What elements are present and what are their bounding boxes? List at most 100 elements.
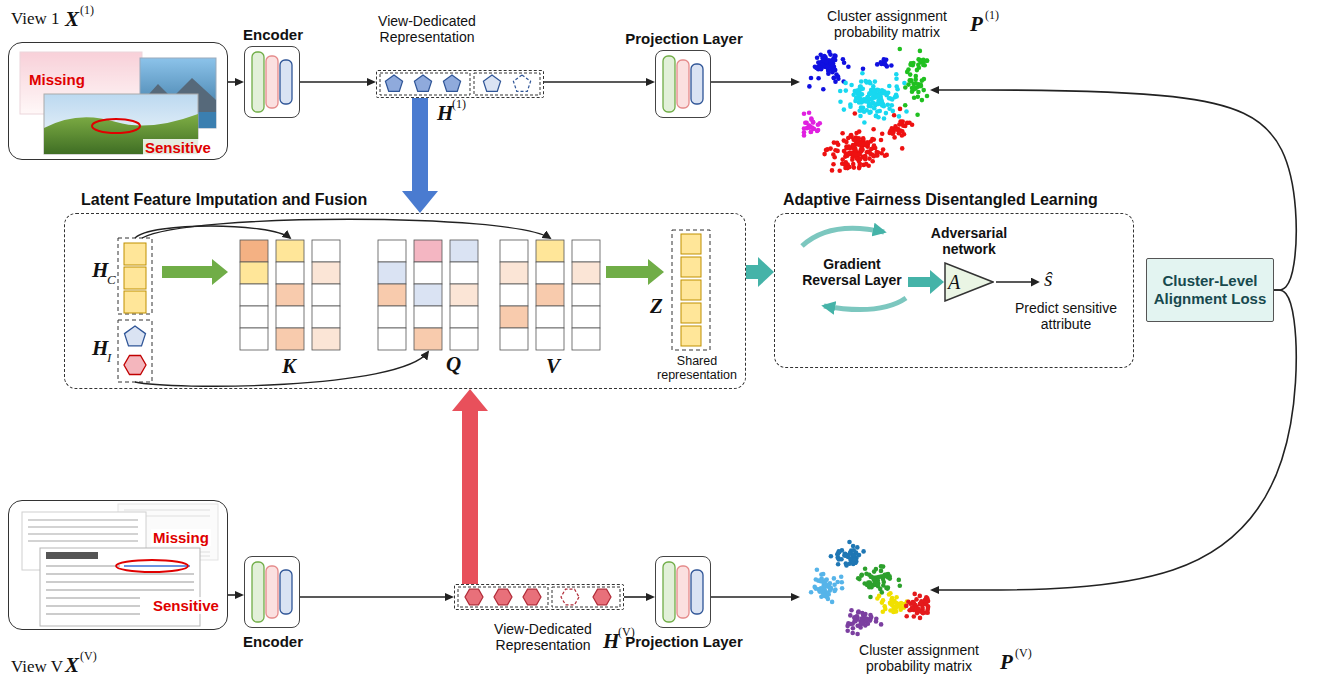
math-symbol: V bbox=[546, 354, 560, 379]
block-label: Projection Layer bbox=[624, 633, 744, 650]
feature-square bbox=[681, 257, 701, 277]
superscript: (V) bbox=[80, 649, 97, 664]
data-point bbox=[832, 576, 837, 581]
data-point bbox=[889, 63, 894, 68]
data-point bbox=[851, 626, 856, 631]
data-point bbox=[863, 567, 868, 572]
data-point bbox=[888, 96, 893, 101]
data-point bbox=[897, 114, 902, 119]
hexagon bbox=[523, 589, 541, 605]
document bbox=[40, 548, 200, 626]
data-point bbox=[855, 632, 860, 637]
matrix-cell bbox=[312, 240, 340, 262]
region-title: Adaptive Fairness Disentangled Learning bbox=[783, 191, 1098, 209]
data-point bbox=[809, 76, 814, 81]
link-line bbox=[124, 565, 190, 566]
matrix-cell bbox=[378, 240, 406, 262]
data-point bbox=[840, 162, 845, 167]
data-point bbox=[847, 165, 852, 170]
matrix-cell bbox=[500, 262, 528, 284]
projection-block: Projection Layer bbox=[655, 556, 711, 628]
data-point bbox=[853, 153, 858, 158]
data-point bbox=[890, 103, 895, 108]
hexagon bbox=[124, 356, 146, 375]
data-point bbox=[880, 600, 885, 605]
data-point bbox=[851, 162, 856, 167]
data-point bbox=[882, 116, 887, 121]
data-point bbox=[867, 91, 872, 96]
text-line bbox=[46, 589, 194, 590]
data-point bbox=[849, 608, 854, 613]
data-point bbox=[847, 151, 852, 156]
matrix-cell bbox=[240, 306, 268, 328]
input-view-panel: View 1X(1)MissingSensitive bbox=[8, 42, 228, 160]
flow-arrow bbox=[544, 81, 646, 83]
flow-arrow bbox=[908, 277, 930, 287]
plot-caption: Cluster assignment probability matrix bbox=[844, 642, 994, 674]
data-point bbox=[832, 155, 837, 160]
math-symbol: X bbox=[65, 7, 79, 32]
layer-bar bbox=[280, 60, 292, 104]
data-point bbox=[833, 148, 838, 153]
matrix-cell bbox=[536, 328, 564, 350]
loss-label: Cluster-Level Alignment Loss bbox=[1147, 259, 1273, 321]
annotation: Missing bbox=[29, 71, 85, 88]
text-line bbox=[28, 540, 138, 541]
data-point bbox=[852, 557, 857, 562]
data-point bbox=[879, 151, 884, 156]
region-title: Latent Feature Imputation and Fusion bbox=[81, 191, 367, 209]
annotation: Predict sensitive attribute bbox=[1004, 300, 1128, 332]
data-point bbox=[872, 143, 877, 148]
data-point bbox=[916, 84, 921, 89]
text-line bbox=[46, 597, 140, 598]
math-symbol: H bbox=[603, 629, 619, 654]
flow-arrow bbox=[462, 411, 478, 584]
data-point bbox=[847, 540, 852, 545]
data-point bbox=[856, 609, 861, 614]
data-point bbox=[864, 142, 869, 147]
data-point bbox=[857, 129, 862, 134]
data-point bbox=[823, 584, 828, 589]
data-point bbox=[838, 100, 843, 105]
data-point bbox=[890, 131, 895, 136]
flow-arrow bbox=[412, 98, 428, 191]
representation-box: View-Dedicated RepresentationH(V) bbox=[454, 584, 624, 610]
data-point bbox=[815, 55, 820, 60]
text-line bbox=[46, 581, 194, 582]
layer-bar bbox=[691, 64, 703, 104]
data-point bbox=[839, 575, 844, 580]
feature-square bbox=[681, 326, 701, 346]
data-point bbox=[862, 109, 867, 114]
data-point bbox=[863, 612, 868, 617]
text-line bbox=[124, 509, 210, 510]
data-point bbox=[844, 144, 849, 149]
data-point bbox=[809, 117, 814, 122]
data-point bbox=[816, 76, 821, 81]
triangle-outline bbox=[945, 263, 993, 301]
data-point bbox=[816, 60, 821, 65]
data-point bbox=[833, 587, 838, 592]
adversarial-network: Adversarial networkA bbox=[944, 262, 994, 302]
data-point bbox=[894, 76, 899, 81]
matrix-cell bbox=[312, 328, 340, 350]
data-point bbox=[882, 89, 887, 94]
data-point bbox=[824, 577, 829, 582]
matrix-cell bbox=[500, 284, 528, 306]
module-region: Gradient Reversal LayerAdversarial netwo… bbox=[774, 213, 1134, 368]
data-point bbox=[884, 153, 889, 158]
data-point bbox=[835, 141, 840, 146]
matrix-cell bbox=[312, 306, 340, 328]
matrix-cell bbox=[276, 284, 304, 306]
matrix-cell bbox=[276, 262, 304, 284]
pentagon bbox=[483, 75, 500, 91]
data-point bbox=[891, 600, 896, 605]
data-point bbox=[861, 136, 866, 141]
math-symbol: P bbox=[970, 12, 983, 37]
data-point bbox=[862, 120, 867, 125]
text-line bbox=[46, 605, 140, 606]
data-point bbox=[845, 624, 850, 629]
data-point bbox=[844, 88, 849, 93]
hexagon bbox=[465, 589, 483, 605]
